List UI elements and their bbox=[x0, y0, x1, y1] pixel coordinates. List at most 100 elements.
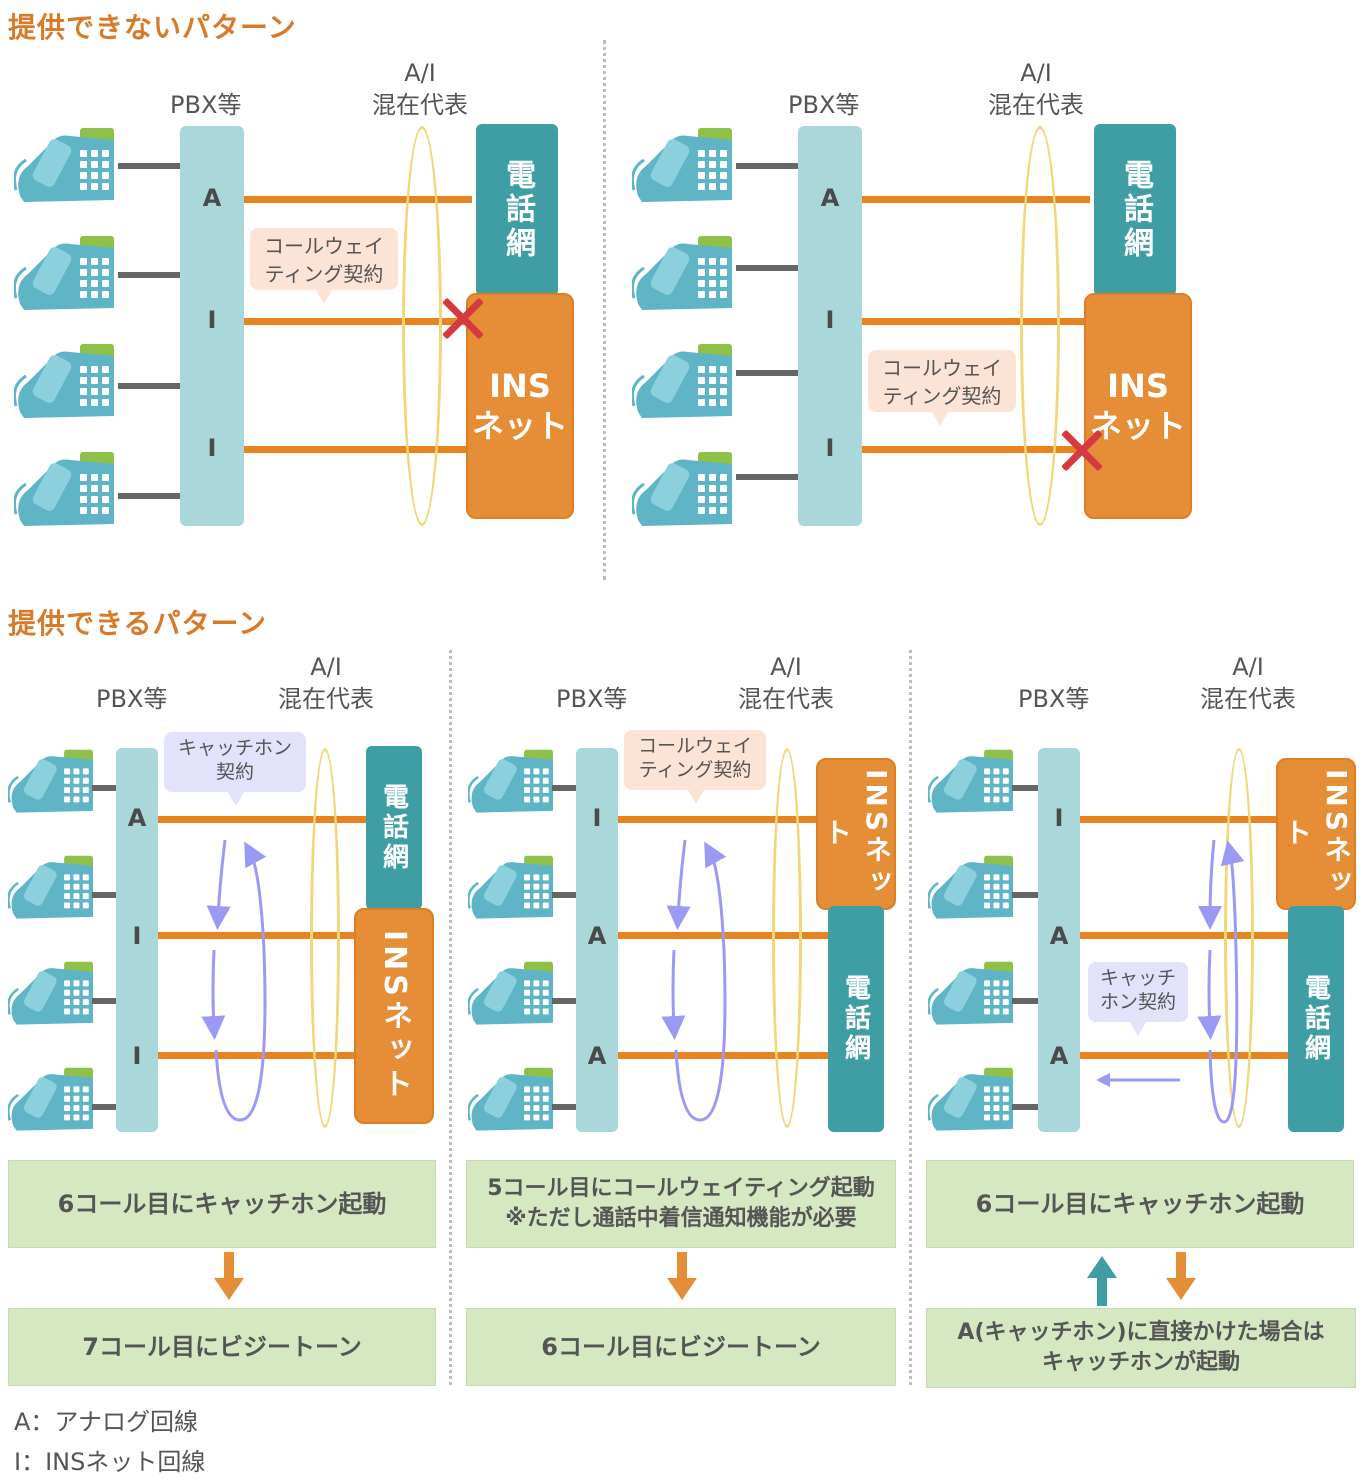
redirect-arrow-icon bbox=[1096, 1073, 1180, 1087]
bubble-text: ティング契約 bbox=[638, 759, 752, 781]
phone-icon bbox=[467, 748, 556, 816]
mixed-group-ellipse bbox=[402, 126, 442, 526]
telephone-network: 電話網 bbox=[1094, 124, 1176, 296]
call-flow-arrows bbox=[201, 839, 267, 1122]
mixed-label-top: A/I bbox=[770, 653, 802, 681]
bubble-text: コールウェイ bbox=[637, 735, 752, 757]
trunk-line bbox=[158, 1052, 356, 1059]
call-waiting-bubble: コールウェイ ティング契約 bbox=[250, 228, 398, 304]
phone-wire bbox=[1012, 1104, 1038, 1110]
phone-icon bbox=[630, 450, 736, 530]
phone-wire bbox=[118, 272, 180, 278]
result-text: 6コール目にキャッチホン起動 bbox=[57, 1190, 387, 1218]
orange-down-arrow-icon bbox=[667, 1252, 697, 1300]
pbx-line-type: I bbox=[592, 804, 602, 832]
mixed-group-ellipse bbox=[772, 748, 802, 1128]
phone-wire bbox=[118, 493, 180, 499]
phone-wire bbox=[92, 1104, 116, 1110]
flow-arrow-down bbox=[666, 839, 691, 930]
mixed-group-ellipse bbox=[310, 748, 340, 1128]
trunk-line bbox=[244, 318, 466, 325]
bubble-text: キャッチホン bbox=[177, 737, 292, 759]
phone-icon bbox=[12, 450, 118, 530]
pbx-box: A I I bbox=[116, 748, 158, 1132]
ins-net-label: INS bbox=[1107, 367, 1169, 405]
flow-arrow-down bbox=[1198, 839, 1223, 930]
call-waiting-bubble: コールウェイ ティング契約 bbox=[868, 350, 1016, 426]
phone-wire bbox=[736, 265, 798, 271]
result-note: ※ただし通話中着信通知機能が必要 bbox=[505, 1206, 857, 1231]
pbx-line-type: A bbox=[1049, 1042, 1069, 1070]
flow-arrow-down bbox=[1197, 949, 1222, 1040]
phone-icon bbox=[7, 960, 96, 1028]
bubble-text: コールウェイ bbox=[882, 356, 1002, 380]
pbx-box: I A A bbox=[576, 748, 618, 1132]
mixed-label-bottom: 混在代表 bbox=[372, 91, 468, 119]
result-second: 6コール目にビジートーン bbox=[466, 1308, 896, 1386]
result-first: 6コール目にキャッチホン起動 bbox=[926, 1160, 1354, 1248]
mixed-label-top: A/I bbox=[1232, 653, 1264, 681]
divider bbox=[449, 650, 452, 1385]
telephone-network: 電話網 bbox=[828, 906, 884, 1132]
telephone-network: 電話網 bbox=[476, 124, 558, 296]
phone-icon bbox=[630, 342, 736, 422]
blocked-x-icon bbox=[441, 296, 485, 340]
trunk-line bbox=[244, 196, 472, 203]
pbx-label: PBX等 bbox=[1018, 685, 1090, 713]
phone-wire bbox=[92, 785, 116, 791]
phone-icon bbox=[7, 748, 96, 816]
phone-icon bbox=[7, 854, 96, 922]
call-flow-arrows bbox=[661, 839, 727, 1122]
pbx-line-type: A bbox=[820, 184, 840, 212]
mixed-group-ellipse bbox=[1020, 126, 1060, 526]
trunk-line bbox=[862, 446, 1084, 453]
pbx-label: PBX等 bbox=[96, 685, 168, 713]
phone-wire bbox=[552, 892, 576, 898]
catchphone-bubble: キャッチ ホン契約 bbox=[1088, 962, 1188, 1036]
result-second: 7コール目にビジートーン bbox=[8, 1308, 436, 1386]
call-waiting-bubble: コールウェイ ティング契約 bbox=[624, 730, 766, 804]
result-text: 7コール目にビジートーン bbox=[82, 1333, 362, 1361]
phone-icon bbox=[7, 1066, 96, 1134]
pbx-label: PBX等 bbox=[788, 91, 860, 119]
pbx-line-type: I bbox=[207, 306, 217, 334]
mixed-label-top: A/I bbox=[404, 59, 436, 87]
trunk-line bbox=[1080, 1052, 1288, 1059]
phone-wire bbox=[552, 1104, 576, 1110]
phone-wire bbox=[118, 383, 180, 389]
result-text: A(キャッチホン)に直接かけた場合は bbox=[957, 1320, 1325, 1345]
pbx-line-type: I bbox=[1054, 804, 1064, 832]
mixed-group-ellipse bbox=[1224, 748, 1254, 1128]
legend-ins: I：INSネット回線 bbox=[14, 1448, 206, 1476]
result-text: 6コール目にビジートーン bbox=[541, 1333, 821, 1361]
pbx-line-type: I bbox=[132, 1042, 142, 1070]
phone-wire bbox=[92, 892, 116, 898]
trunk-line bbox=[158, 932, 356, 939]
mixed-label-bottom: 混在代表 bbox=[278, 685, 374, 713]
result-text: 5コール目にコールウェイティング起動 bbox=[487, 1176, 875, 1201]
result-first: 6コール目にキャッチホン起動 bbox=[8, 1160, 436, 1248]
telephone-network: 電話網 bbox=[366, 746, 422, 910]
ins-net-label: ネット bbox=[471, 407, 568, 445]
catchphone-bubble: キャッチホン 契約 bbox=[164, 732, 306, 806]
orange-down-arrow-icon bbox=[214, 1252, 244, 1300]
pbx-box: A I I bbox=[798, 126, 862, 526]
not-possible-title: 提供できないパターン bbox=[8, 11, 297, 44]
ins-net-label: INS bbox=[489, 367, 551, 405]
flow-arrow-down bbox=[201, 949, 226, 1040]
flow-arrow-loop bbox=[1208, 840, 1245, 1124]
trunk-line bbox=[618, 816, 818, 823]
phone-icon bbox=[630, 126, 736, 206]
bubble-text: キャッチ bbox=[1099, 967, 1176, 989]
phone-wire bbox=[1012, 892, 1038, 898]
pbx-line-type: I bbox=[825, 434, 835, 462]
flow-arrow-loop bbox=[674, 841, 727, 1122]
telephone-network: 電話網 bbox=[1288, 906, 1344, 1132]
pbx-line-type: A bbox=[587, 1042, 607, 1070]
legend-analog: A：アナログ回線 bbox=[14, 1408, 198, 1436]
mixed-label-top: A/I bbox=[1020, 59, 1052, 87]
pbx-line-type: I bbox=[825, 306, 835, 334]
phone-icon bbox=[927, 854, 1016, 922]
trunk-line bbox=[1080, 932, 1288, 939]
